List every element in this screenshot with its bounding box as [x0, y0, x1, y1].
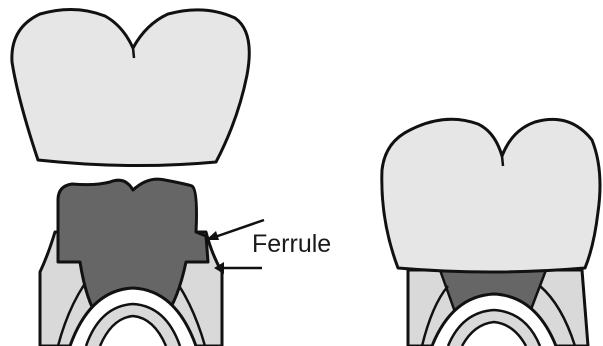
- separate-crown-fissure: [133, 48, 134, 58]
- restored-tooth: [382, 119, 600, 346]
- ferrule-annotation: Ferrule: [206, 220, 331, 274]
- ferrule-label: Ferrule: [252, 230, 331, 258]
- cemented-crown-fissure: [502, 156, 503, 166]
- prepared-tooth: [40, 179, 222, 346]
- cemented-crown: [382, 119, 600, 272]
- separate-crown: [12, 9, 249, 165]
